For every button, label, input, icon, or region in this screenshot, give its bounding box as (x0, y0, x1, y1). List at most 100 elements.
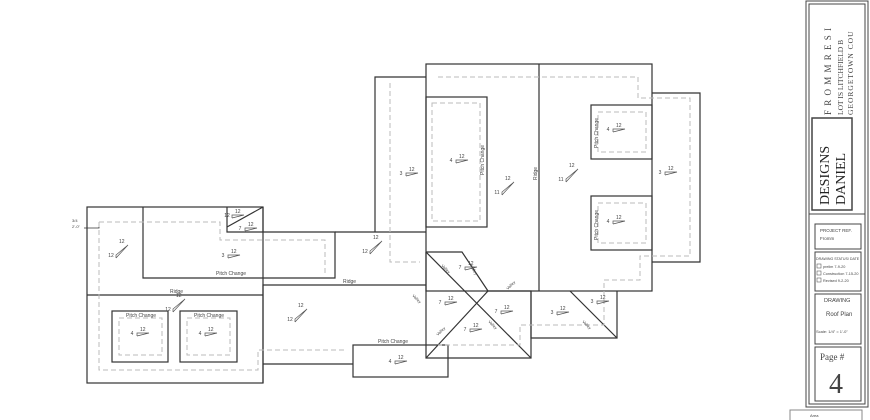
status-checkbox (816, 270, 822, 276)
pitch-rise: 4 (131, 331, 134, 337)
pitch-marker: 12 7 (239, 222, 258, 232)
project-ref-value: Fromm (820, 236, 834, 241)
pitch-marker: 12 4 (389, 355, 408, 365)
hip-valley-label: Valley (469, 264, 479, 276)
pitch-run: 12 (504, 305, 510, 311)
pitch-run: 12 (409, 167, 415, 173)
lower-right-outline (530, 291, 618, 339)
pitch-change-label: Pitch Change (194, 313, 224, 319)
project-ref-label: PROJECT REF. (820, 228, 852, 233)
pitch-marker: 123 (222, 249, 241, 259)
pitch-run: 12 (448, 296, 454, 302)
slope-triangle (227, 254, 241, 259)
hip-line (425, 251, 532, 359)
pitch-change-box-1 (111, 310, 169, 363)
pitch-run: 12 (569, 163, 575, 169)
pitch-rise: 12 (362, 249, 368, 255)
pitch-rise: 7 (239, 226, 242, 232)
drawing-value: Roof Plan (826, 312, 852, 318)
hip-valley-label: Valley (581, 319, 592, 330)
overhang-note: 2'-0" (72, 224, 81, 229)
pitch-marker: 12 12 (224, 209, 245, 219)
pitch-run: 12 (459, 154, 465, 160)
slope-triangle (115, 244, 129, 259)
status-item: prelim 7-9-20 (823, 265, 845, 269)
pitch-rise: 7 (439, 300, 442, 306)
slope-triangle (556, 311, 570, 316)
pitch-change-label: Pitch Change (216, 271, 246, 277)
pitch-run: 12 (505, 176, 511, 182)
slope-triangle (664, 171, 678, 176)
pitch-rise: 7 (464, 327, 467, 333)
pitch-marker: 123 (551, 306, 570, 316)
pitch-run: 12 (176, 293, 182, 299)
hip-valley-label: Valley (435, 326, 446, 337)
pitch-run: 12 (298, 303, 304, 309)
pitch-run: 12 (398, 355, 404, 361)
pitch-change-box-2 (179, 310, 238, 363)
area-label: Area (810, 413, 819, 418)
pitch-rise: 7 (459, 265, 462, 271)
pitch-run: 12 (248, 222, 254, 228)
slope-triangle (455, 159, 469, 164)
pitch-run: 12 (468, 261, 474, 267)
pitch-rise: 3 (551, 310, 554, 316)
pitch-marker: 12 7 (439, 296, 458, 306)
pitch-rise: 7 (495, 309, 498, 315)
slope-triangle (500, 310, 514, 315)
pitch-change-label: Pitch Change (378, 339, 408, 345)
scale-label: Scale: 1/4" = 1'-0" (816, 329, 848, 334)
pitch-marker: 12 4 (607, 123, 626, 133)
hip-valley-label: Valley (440, 263, 451, 274)
pitch-rise: 4 (450, 158, 453, 164)
pitch-marker: 12 7 (495, 305, 514, 315)
hip-valley-label: Valley (487, 319, 498, 330)
pitch-rise: 4 (607, 127, 610, 133)
ridge-label: Ridge (170, 289, 183, 295)
slope-triangle (501, 181, 515, 196)
slope-triangle (565, 168, 579, 183)
slope-triangle (369, 240, 383, 255)
pitch-run: 12 (235, 209, 241, 215)
roof-edge (374, 76, 426, 232)
pitch-rise: 12 (165, 307, 171, 313)
pitch-rise: 11 (494, 190, 499, 196)
overhang-leader (84, 224, 100, 229)
status-item: Construction 7-15-20 (823, 272, 858, 276)
slope-triangle (172, 298, 186, 313)
pitch-run: 12 (473, 323, 479, 329)
pitch-rise: 12 (108, 253, 114, 259)
pitch-rise: 12 (224, 213, 230, 219)
pitch-marker: 124 (607, 215, 626, 225)
pitch-rise: 3 (400, 171, 403, 177)
slope-triangle (204, 332, 218, 337)
slope-triangle (469, 328, 483, 333)
pitch-change-area (425, 96, 488, 228)
pitch-run: 12 (616, 215, 622, 221)
pitch-marker: 12 12 (362, 235, 383, 255)
title-block (789, 0, 869, 420)
slope-triangle (294, 308, 308, 323)
pitch-run: 12 (373, 235, 379, 241)
pitch-change-label: Pitch Change (594, 210, 600, 240)
status-checkbox (816, 277, 822, 283)
pitch-rise: 4 (389, 359, 392, 365)
hip-valley-label: Valley (411, 293, 422, 304)
slope-triangle (244, 227, 258, 232)
ridge-label: Ridge (533, 167, 539, 180)
pitch-rise: 3 (659, 170, 662, 176)
ridge-label: Ridge (343, 279, 356, 285)
right-wing-outline (652, 92, 701, 263)
valley-line (226, 206, 264, 228)
ridge-line-middle (262, 284, 426, 383)
pitch-run: 12 (616, 123, 622, 129)
pitch-run: 12 (668, 166, 674, 172)
overhang-note: 3/4 (72, 218, 78, 223)
slope-triangle (612, 128, 626, 133)
hip-line (569, 290, 618, 339)
page-label: Page # (820, 352, 845, 362)
slope-triangle (464, 266, 478, 271)
